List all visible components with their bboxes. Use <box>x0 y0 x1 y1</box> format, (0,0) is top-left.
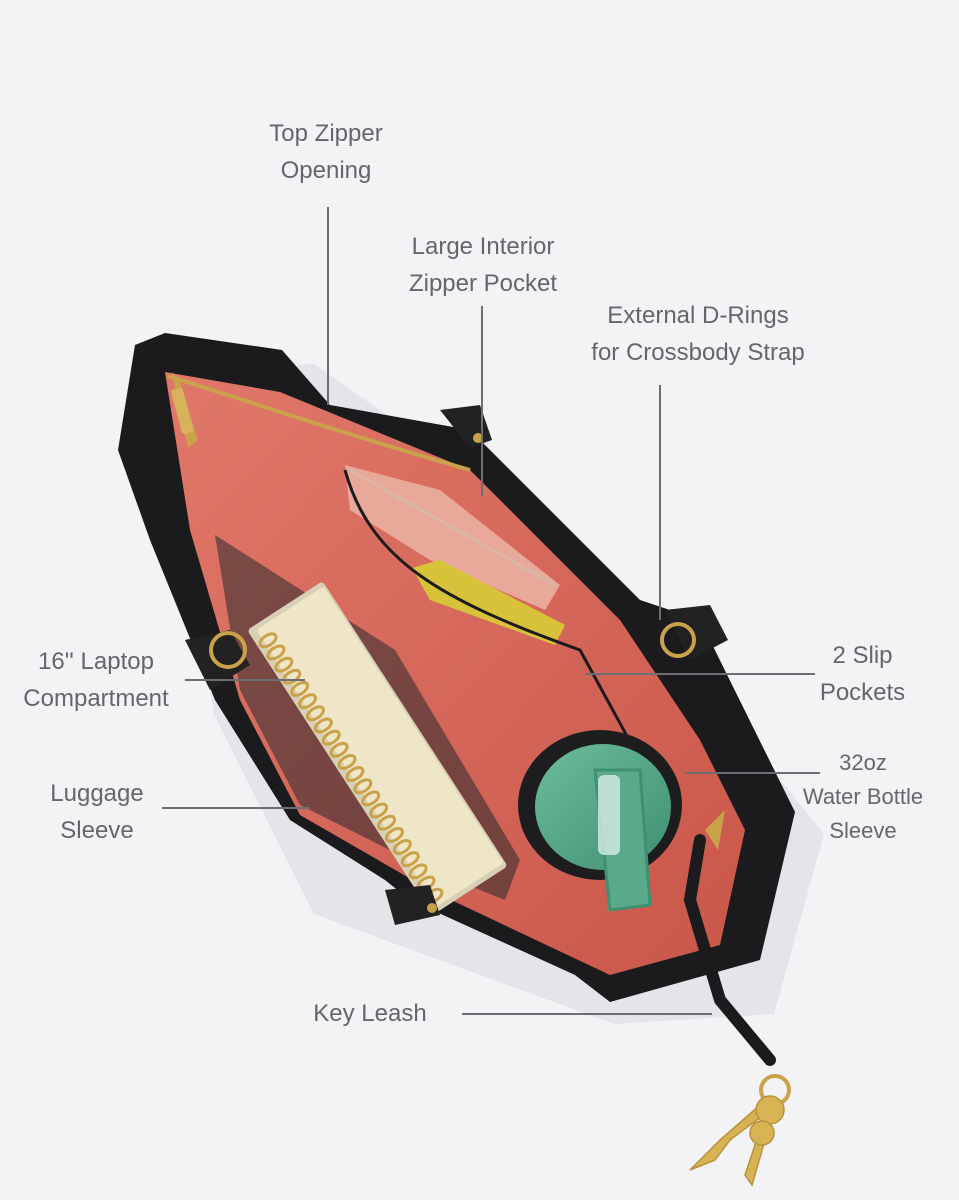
water-bottle-sleeve-label: 32oz Water Bottle Sleeve <box>783 746 943 848</box>
notebook-spiral-ring <box>282 668 302 685</box>
key-leash-label: Key Leash <box>290 995 450 1032</box>
notebook-spiral-ring <box>329 741 349 758</box>
notebook-spiral-ring <box>369 802 389 819</box>
label-line: Zipper Pocket <box>408 270 558 297</box>
label-line: Sleeve <box>60 817 134 844</box>
notebook-spiral-ring <box>400 851 420 868</box>
interior-zipper-pocket <box>345 465 560 610</box>
d-ring-right-ring <box>660 622 696 658</box>
slip-pocket-edge <box>343 469 642 761</box>
laptop-compartment-label: 16'' Laptop Compartment <box>6 643 186 717</box>
d-ring-left <box>185 630 250 690</box>
luggage-sleeve-label: Luggage Sleeve <box>22 775 172 849</box>
notebook-spiral-ring <box>290 681 310 697</box>
top-zipper-leader <box>327 207 329 405</box>
notebook-spiral-ring <box>298 693 318 710</box>
label-line: 2 Slip <box>832 642 893 669</box>
label-line: Key Leash <box>313 1000 427 1027</box>
external-d-rings-label: External D-Rings for Crossbody Strap <box>568 297 828 371</box>
slip-pockets-label: 2 Slip Pockets <box>800 637 925 711</box>
label-line: External D-Rings <box>607 302 789 329</box>
notebook-spiral-ring <box>305 705 325 722</box>
notebook-spiral-ring <box>376 814 397 831</box>
notebook-spiral-ring <box>321 729 341 746</box>
water-bottle-straw <box>598 775 620 855</box>
laptop-leader <box>185 679 305 681</box>
label-line: Luggage <box>50 780 144 807</box>
notebook-spiral-ring <box>361 790 381 807</box>
label-line: Compartment <box>23 685 169 712</box>
notebook-spiral-ring <box>392 839 412 856</box>
notebook-spiral-ring <box>266 644 286 661</box>
label-line: Water Bottle <box>802 784 924 809</box>
notebook-spiral-ring <box>408 863 428 880</box>
zipper-pull <box>171 387 194 435</box>
luggage-leader <box>162 807 310 809</box>
notebook-spiral-ring <box>353 778 373 795</box>
keys <box>689 1095 785 1187</box>
key-leash-leader <box>462 1013 712 1015</box>
label-line: Large Interior <box>411 233 555 260</box>
d-ring-right <box>665 605 728 660</box>
label-line: Top Zipper <box>269 120 383 147</box>
d-rings-leader <box>659 385 661 620</box>
notebook-spiral-ring <box>384 826 404 843</box>
notebook-spiral-ring <box>258 632 278 649</box>
top-zipper <box>167 374 471 472</box>
key-leash-strap <box>683 834 776 1066</box>
large-pocket-leader <box>481 306 483 496</box>
top-zipper-opening-label: Top Zipper Opening <box>236 115 416 189</box>
d-ring-top-stud <box>473 433 483 443</box>
label-line: 16'' Laptop <box>38 648 154 675</box>
water-bottle-leader <box>685 772 820 774</box>
notebook-spiral-ring <box>274 656 294 673</box>
notebook-spiral-ring <box>337 753 357 770</box>
label-line: 32oz <box>839 750 887 775</box>
handle-tab-bottom-stud <box>427 903 437 913</box>
label-line: Opening <box>280 157 372 184</box>
key-leash-clip <box>705 810 725 850</box>
handle-tab-bottom <box>385 885 440 925</box>
notebook-spiral-ring <box>313 717 333 734</box>
yellow-pouch <box>412 560 565 645</box>
label-line: Pockets <box>819 679 906 706</box>
spiral-notebook <box>248 582 507 914</box>
slip-pockets-leader <box>585 673 815 675</box>
pouch-zipper <box>349 468 556 587</box>
label-line: Sleeve <box>829 818 897 843</box>
label-line: for Crossbody Strap <box>591 339 805 366</box>
d-ring-left-ring <box>209 631 247 669</box>
notebook-spiral-ring <box>345 766 365 783</box>
large-interior-zipper-pocket-label: Large Interior Zipper Pocket <box>383 228 583 302</box>
